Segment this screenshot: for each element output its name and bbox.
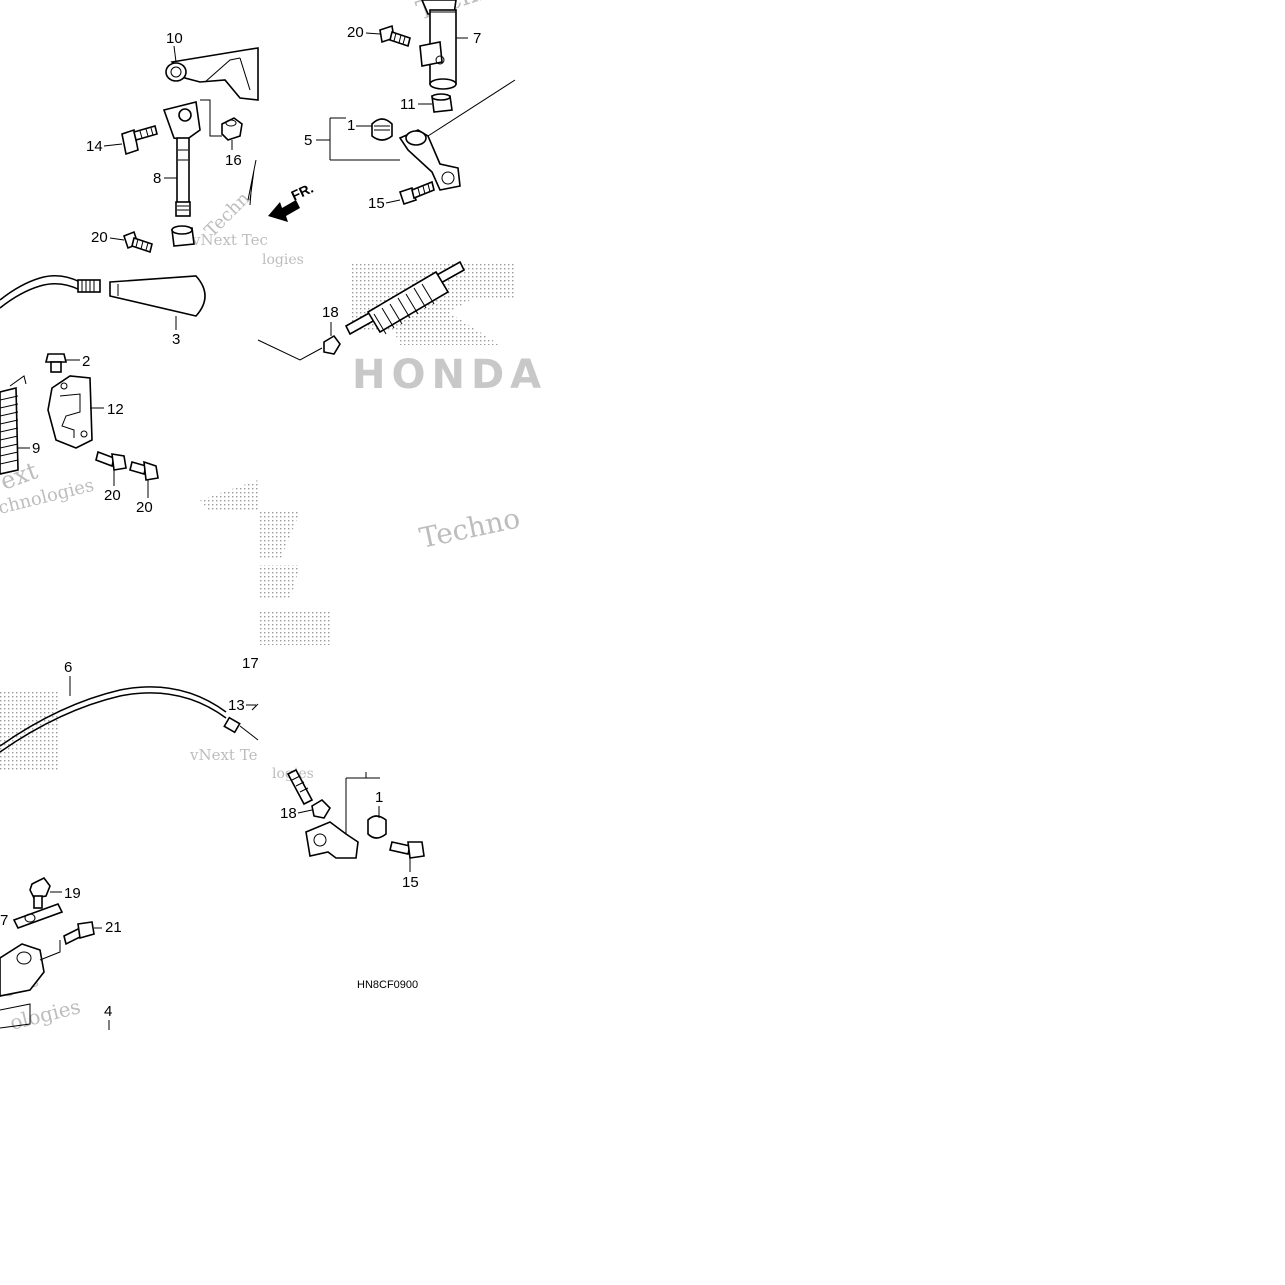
callout-14: 14 <box>86 138 103 155</box>
shift-lever <box>0 275 101 309</box>
fr-arrow: FR. <box>268 180 316 222</box>
knob-3 <box>109 275 206 317</box>
shift-cable-6 <box>0 686 259 753</box>
shift-arm-5 <box>398 79 516 191</box>
callout-8: 8 <box>153 170 161 187</box>
bolt-20-top-right <box>379 24 411 48</box>
callout-1-b: 1 <box>375 789 383 806</box>
ball-joint-1 <box>371 118 393 141</box>
callout-6: 6 <box>64 659 72 676</box>
callout-2: 2 <box>82 353 90 370</box>
ball-joint-1-lower <box>367 815 387 839</box>
callout-20-a: 20 <box>91 229 108 246</box>
callout-18-b: 18 <box>280 805 297 822</box>
watermark-text: vNext Tec <box>191 231 268 249</box>
callout-19: 19 <box>64 885 81 902</box>
nut-16 <box>221 117 243 141</box>
fr-label: FR. <box>289 180 316 204</box>
callout-17: 17 <box>242 655 259 672</box>
callout-20-c: 20 <box>104 487 121 504</box>
pedal-joint <box>0 943 45 1029</box>
callout-11: 11 <box>400 96 416 113</box>
callouts-mid-left: 3 2 12 9 20 20 <box>18 316 180 516</box>
callout-10: 10 <box>166 30 183 47</box>
bolts-20-lower-left <box>95 450 159 481</box>
callouts-lower-right: 18 1 15 <box>280 772 419 891</box>
callout-15-a: 15 <box>368 195 385 212</box>
joint-lower <box>305 821 359 859</box>
bolt-21 <box>63 921 95 946</box>
callouts-top-right: 20 7 11 1 5 15 <box>304 24 481 212</box>
callout-21: 21 <box>105 919 122 936</box>
bushing-11 <box>431 93 453 113</box>
washer-plate <box>12 903 64 929</box>
cable-rod-lower <box>286 768 314 806</box>
shift-arm-bracket <box>165 47 259 101</box>
callout-20-b: 20 <box>347 24 364 41</box>
shift-cable-end-upper <box>257 260 466 361</box>
callout-15-b: 15 <box>402 874 419 891</box>
pedal-shaft <box>162 101 201 217</box>
callouts-bottom-left: 19 7 21 4 <box>0 885 122 1030</box>
watermark-text: vNext Te <box>189 746 258 764</box>
bolt-20-top-left <box>123 230 153 254</box>
callout-1-a: 1 <box>347 117 355 134</box>
spring-edge <box>247 159 257 206</box>
callout-4: 4 <box>104 1003 112 1020</box>
bolt-15-lower <box>389 841 425 859</box>
brand-watermark-text: HONDA <box>352 352 547 398</box>
nut-18-upper <box>323 334 341 355</box>
callout-9: 9 <box>32 440 40 457</box>
diagram-code: HN8CF0900 <box>357 979 418 991</box>
callouts-top-left: 10 14 16 8 20 <box>86 30 242 246</box>
bolt-15-top <box>398 180 435 206</box>
callout-5: 5 <box>304 132 312 149</box>
bolt-14 <box>121 125 158 156</box>
nut-18-lower <box>311 798 332 819</box>
bolt-2 <box>44 353 68 373</box>
collar-bottom <box>171 225 195 247</box>
callout-7: 7 <box>473 30 481 47</box>
callout-18-a: 18 <box>322 304 339 321</box>
callout-16: 16 <box>225 152 242 169</box>
callout-12: 12 <box>107 401 124 418</box>
watermark-text: logies <box>262 252 304 268</box>
bolt-19 <box>29 876 51 909</box>
callout-3: 3 <box>172 331 180 348</box>
callout-13: 13 <box>228 697 245 714</box>
watermark-text: Techno <box>417 501 523 554</box>
callout-17-edge: 7 <box>0 912 8 929</box>
callouts-lower-left: 6 17 13 <box>64 655 259 714</box>
callouts-mid-right: 18 <box>322 304 339 336</box>
watermark-text: ologies <box>7 994 82 1035</box>
gearshift-spindle <box>419 0 457 90</box>
spring-9 <box>0 375 27 475</box>
callout-20-d: 20 <box>136 499 153 516</box>
plate-12 <box>47 375 93 449</box>
